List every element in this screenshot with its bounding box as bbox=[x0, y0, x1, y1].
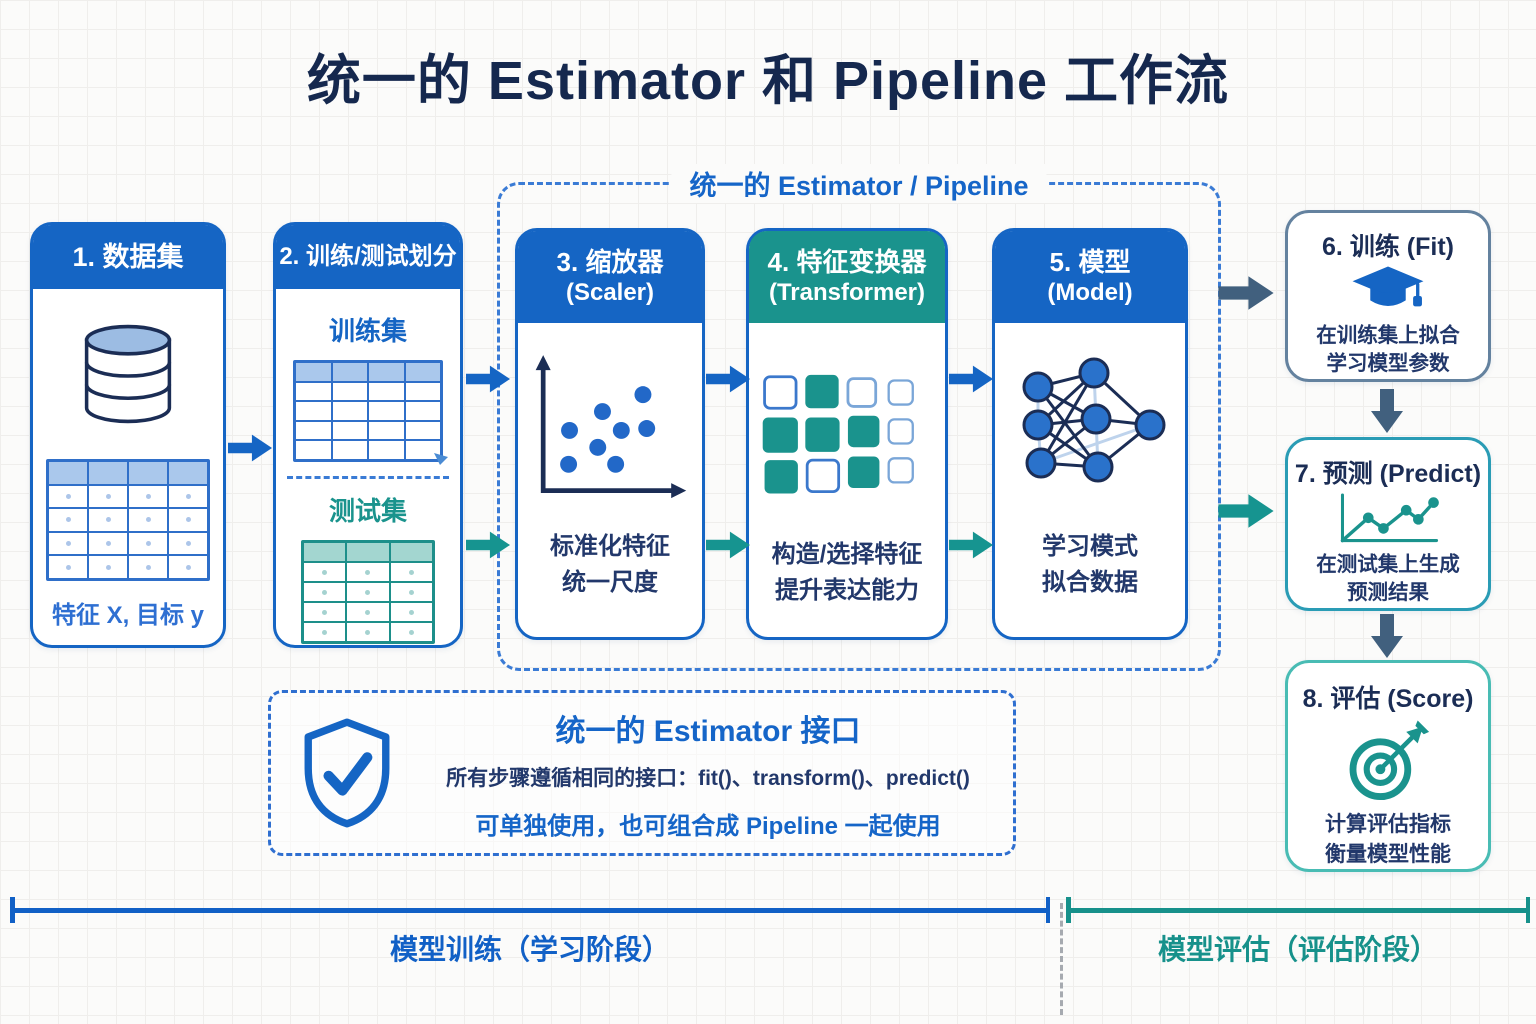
transformer-desc-line1: 构造/选择特征 bbox=[771, 541, 923, 568]
arrow-model-to-fit bbox=[1218, 276, 1274, 310]
database-icon bbox=[84, 324, 172, 424]
feature-grid-icon bbox=[762, 374, 914, 494]
arrow-transformer-to-model-train bbox=[949, 365, 993, 393]
step-model-subtitle: (Model) bbox=[1047, 279, 1133, 307]
score-desc-line1: 计算评估指标 bbox=[1325, 813, 1451, 837]
interface-line2: 可单独使用，也可组合成 Pipeline 一起使用 bbox=[475, 812, 941, 840]
arrow-train-split-to-scaler bbox=[466, 365, 510, 393]
step-card-split: 2. 训练/测试划分 训练集 测试集 bbox=[273, 222, 463, 648]
training-phase-bracket bbox=[10, 897, 1050, 923]
training-phase-label: 模型训练（学习阶段） bbox=[389, 934, 670, 965]
step-model-title: 5. 模型 bbox=[1049, 246, 1131, 277]
estimator-interface-note: 统一的 Estimator 接口 所有步骤遵循相同的接口：fit()、trans… bbox=[268, 690, 1016, 856]
step-transformer-subtitle: (Transformer) bbox=[768, 279, 926, 307]
dataset-table-icon bbox=[46, 459, 210, 581]
arrow-transformer-to-model-test bbox=[949, 531, 993, 559]
step-dataset-title: 1. 数据集 bbox=[72, 241, 184, 272]
step-card-transformer: 4. 特征变换器 (Transformer) 构造/选择特征 提升表达能力 bbox=[746, 228, 948, 640]
step-card-score: 8. 评估 (Score) 计算评估指标 衡量模型性能 bbox=[1285, 660, 1491, 872]
step-score-title: 8. 评估 (Score) bbox=[1302, 685, 1474, 713]
pipeline-group-label: 统一的 Estimator / Pipeline bbox=[671, 164, 1047, 203]
score-desc-line2: 衡量模型性能 bbox=[1325, 842, 1451, 866]
fit-desc-line1: 在训练集上拟合 bbox=[1316, 323, 1460, 347]
step-fit-title: 6. 训练 (Fit) bbox=[1322, 233, 1454, 261]
graduation-cap-icon bbox=[1352, 266, 1424, 307]
test-table-icon bbox=[301, 540, 435, 644]
step-card-fit: 6. 训练 (Fit) 在训练集上拟合 学习模型参数 bbox=[1285, 210, 1491, 382]
predict-desc-line2: 预测结果 bbox=[1347, 581, 1429, 605]
step-card-scaler: 3. 缩放器 (Scaler) 标准化特征 统一尺度 bbox=[515, 228, 705, 640]
scaler-desc-line1: 标准化特征 bbox=[550, 533, 670, 560]
step-scaler-title: 3. 缩放器 bbox=[556, 246, 664, 277]
target-icon bbox=[1349, 720, 1430, 801]
scaler-desc-line2: 统一尺度 bbox=[562, 569, 658, 596]
cursor-icon bbox=[434, 453, 448, 465]
interface-title: 统一的 Estimator 接口 bbox=[555, 714, 861, 748]
step-scaler-subtitle: (Scaler) bbox=[565, 279, 655, 307]
step-predict-title: 7. 预测 (Predict) bbox=[1294, 460, 1482, 488]
model-desc-line2: 拟合数据 bbox=[1042, 569, 1138, 596]
step-card-predict: 7. 预测 (Predict) 在测试集上生成 预测结果 bbox=[1285, 437, 1491, 611]
arrow-dataset-to-split bbox=[228, 434, 272, 462]
arrow-scaler-to-transformer-test bbox=[706, 531, 750, 559]
split-divider bbox=[287, 476, 449, 479]
model-desc-line1: 学习模式 bbox=[1042, 533, 1138, 560]
step-scaler-header: 3. 缩放器 (Scaler) bbox=[518, 231, 702, 323]
step-transformer-header: 4. 特征变换器 (Transformer) bbox=[749, 231, 945, 323]
dataset-caption: 特征 X, 目标 y bbox=[51, 602, 205, 629]
line-chart-icon bbox=[1340, 493, 1439, 543]
evaluation-phase-label: 模型评估（评估阶段） bbox=[1157, 934, 1438, 965]
interface-line1: 所有步骤遵循相同的接口：fit()、transform()、predict() bbox=[446, 766, 970, 790]
fit-desc-line2: 学习模型参数 bbox=[1326, 352, 1450, 376]
evaluation-phase-bracket bbox=[1066, 897, 1530, 923]
train-set-label: 训练集 bbox=[328, 316, 407, 346]
step-split-header: 2. 训练/测试划分 bbox=[276, 225, 460, 289]
arrow-test-split-to-scaler bbox=[466, 531, 510, 559]
step-model-header: 5. 模型 (Model) bbox=[995, 231, 1185, 323]
transformer-desc-line2: 提升表达能力 bbox=[774, 577, 919, 604]
shield-check-icon bbox=[304, 718, 390, 828]
pipeline-group-outline: 统一的 Estimator / Pipeline bbox=[497, 164, 1221, 671]
arrow-model-to-predict bbox=[1218, 494, 1274, 528]
page-title: 统一的 Estimator 和 Pipeline 工作流 bbox=[306, 51, 1230, 111]
arrow-scaler-to-transformer-train bbox=[706, 365, 750, 393]
neural-network-icon bbox=[1022, 357, 1166, 483]
step-card-dataset: 1. 数据集 特征 X, 目标 y bbox=[30, 222, 226, 648]
predict-desc-line1: 在测试集上生成 bbox=[1316, 552, 1460, 576]
step-card-model: 5. 模型 (Model) 学习模式 拟合数据 bbox=[992, 228, 1188, 640]
phase-separator-line bbox=[1060, 903, 1063, 1015]
arrow-predict-to-score bbox=[1371, 614, 1403, 658]
step-split-title: 2. 训练/测试划分 bbox=[279, 243, 457, 271]
scatter-plot-icon bbox=[535, 355, 687, 499]
train-table-icon bbox=[293, 360, 443, 462]
test-set-label: 测试集 bbox=[328, 496, 407, 526]
step-transformer-title: 4. 特征变换器 bbox=[767, 246, 927, 277]
step-dataset-header: 1. 数据集 bbox=[33, 225, 223, 289]
arrow-fit-to-predict bbox=[1371, 389, 1403, 433]
